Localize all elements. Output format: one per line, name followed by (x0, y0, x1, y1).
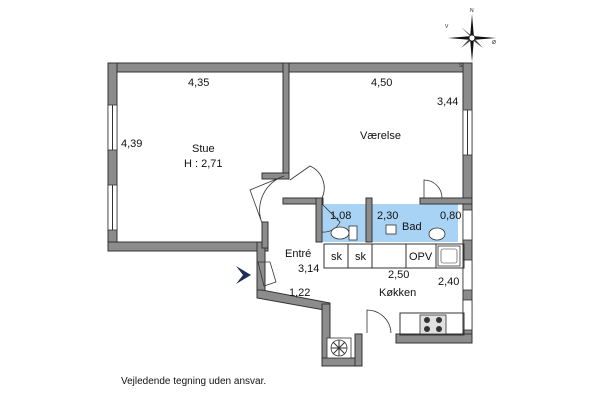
storage-label: OPV (409, 251, 433, 263)
compass-east: Ø (492, 40, 496, 46)
stue-depth: 4,39 (121, 138, 142, 150)
vaerelse-depth: 3,44 (437, 96, 458, 108)
disclaimer-text: Vejledende tegning uden ansvar. (121, 376, 267, 387)
bad-name: Bad (402, 221, 422, 233)
cabinet-2-label: sk (355, 251, 367, 263)
compass-icon: N S V Ø (445, 8, 496, 69)
doors (249, 165, 443, 334)
entrance-arrow-icon (236, 266, 251, 284)
toilet-icon (330, 226, 350, 240)
compass-south: S (459, 63, 463, 69)
bathroom-fixtures (330, 224, 446, 241)
vaerelse-name: Værelse (360, 130, 401, 142)
windows (107, 104, 473, 331)
kokken-width: 2,50 (388, 269, 409, 281)
compass-west: V (445, 24, 449, 30)
sink-icon (437, 245, 461, 267)
interior-walls (261, 62, 473, 249)
stue-name: Stue (192, 143, 215, 155)
stue-width: 4,35 (188, 77, 209, 89)
kokken-name: Køkken (379, 287, 416, 299)
entre-name: Entré (285, 248, 311, 260)
stove-icon (419, 314, 447, 335)
compass-north: N (470, 8, 474, 14)
vaerelse-width: 4,50 (371, 77, 392, 89)
bad-depth: 0,80 (440, 210, 461, 222)
kitchen-counters (323, 243, 465, 336)
bad-width: 2,30 (377, 210, 398, 222)
kokken-depth: 2,40 (438, 276, 459, 288)
entre-width: 3,14 (298, 263, 319, 275)
stue-height: H : 2,71 (184, 158, 223, 170)
entre-depth: 1,22 (289, 287, 310, 299)
washbasin-icon (428, 227, 446, 241)
cabinet-1-label: sk (331, 251, 343, 263)
ventilation-icon (326, 337, 352, 359)
toilet-size: 1,08 (330, 210, 351, 222)
shower-icon (385, 224, 397, 235)
